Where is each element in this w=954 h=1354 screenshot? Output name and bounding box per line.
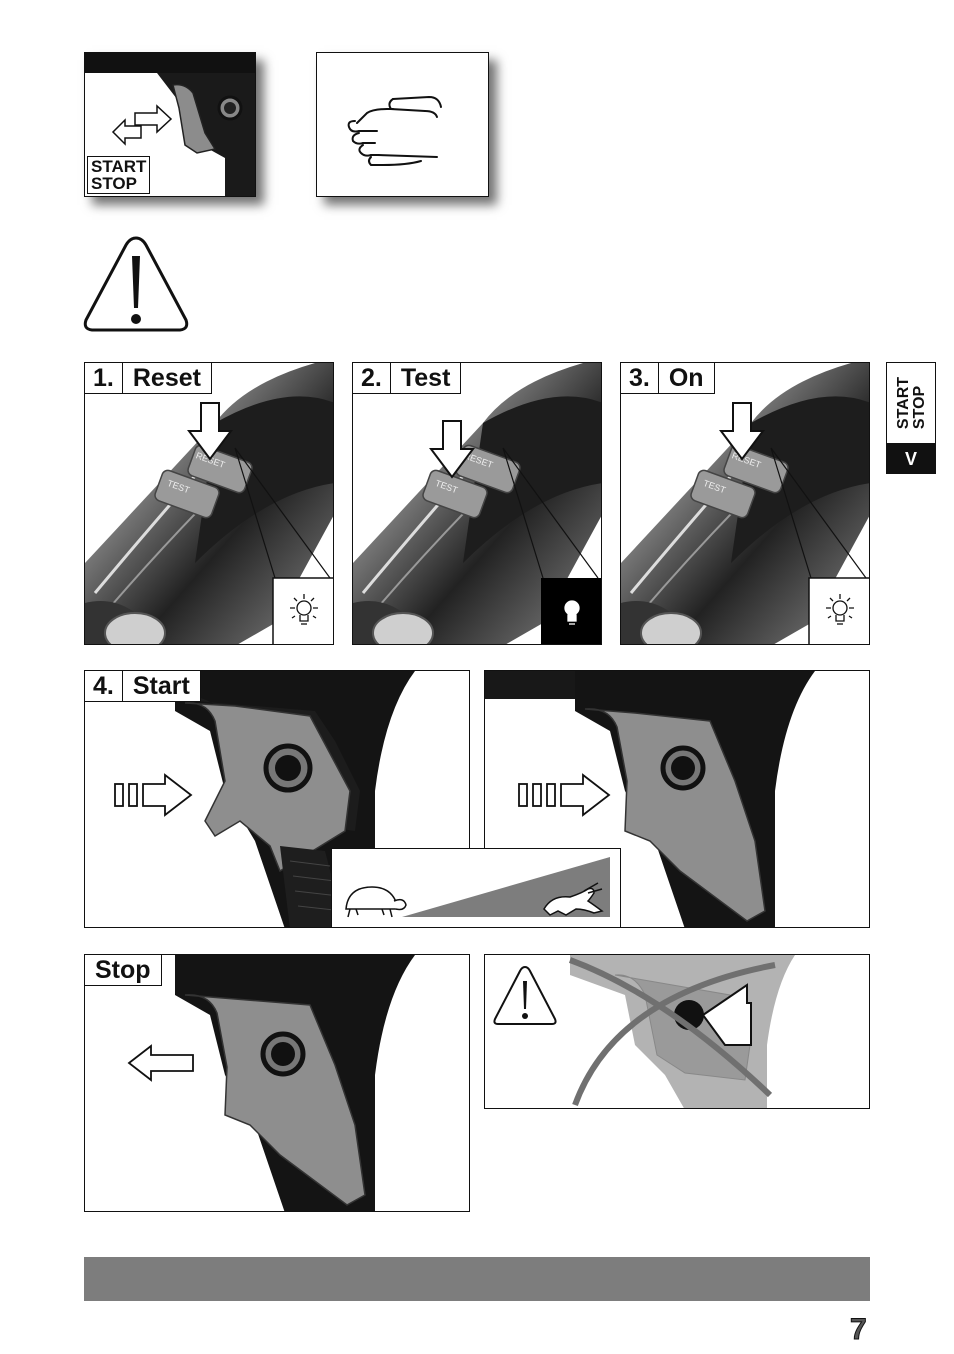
- hand-icon-panel: [316, 52, 489, 197]
- drill-trigger-illustration: [127, 955, 415, 1211]
- step-test-panel: RESET TEST 2.Test: [352, 362, 602, 645]
- step-label-stop: Stop: [85, 955, 162, 986]
- press-arrow-icon: [187, 402, 233, 461]
- rcd-plug-illustration: RESET TEST: [353, 363, 601, 644]
- speed-range-panel: [331, 848, 621, 928]
- speed-wedge: [345, 857, 610, 918]
- warning-triangle-icon: [493, 965, 557, 1025]
- step-label-test: 2.Test: [353, 363, 462, 394]
- warning-triangle-icon: [83, 236, 189, 332]
- lock-button-warning-panel: [484, 954, 870, 1109]
- rcd-plug-illustration: RESET TEST: [85, 363, 333, 644]
- press-arrow-icon: [719, 402, 765, 461]
- turtle-icon: [345, 886, 407, 918]
- step-stop-panel: Stop: [84, 954, 470, 1212]
- start-stop-label: START STOP: [87, 156, 151, 194]
- lamp-on-icon: [290, 594, 318, 625]
- push-arrow-icon: [701, 983, 752, 1046]
- drill-trigger-illustration: [114, 671, 415, 927]
- double-arrow-icon: [111, 104, 173, 146]
- page-number: 7: [850, 1313, 868, 1347]
- lamp-on-icon: [826, 594, 854, 625]
- footer-bar: [84, 1257, 870, 1301]
- rcd-plug-illustration: RESET TEST: [621, 363, 869, 644]
- push-forward-arrow-icon: [518, 773, 611, 817]
- section-tab-letter: V: [886, 444, 936, 474]
- section-tab-title: START STOP: [895, 376, 928, 430]
- push-forward-arrow-icon: [114, 773, 193, 817]
- release-arrow-icon: [127, 1044, 194, 1082]
- switch-illustration: [85, 53, 255, 196]
- section-tab: START STOP V: [886, 362, 936, 474]
- lock-button-illustration: [493, 955, 795, 1108]
- step-label-start: 4.Start: [85, 671, 201, 702]
- step-start-panel: 4.Start: [84, 670, 470, 928]
- start-stop-switch-panel: START STOP: [84, 52, 256, 197]
- press-arrow-icon: [429, 420, 475, 479]
- drill-trigger-illustration: [485, 671, 815, 927]
- step-reset-panel: RESET TEST 1.Reset: [84, 362, 334, 645]
- rabbit-icon: [543, 882, 604, 916]
- step-label-on: 3.On: [621, 363, 715, 394]
- hand-icon: [347, 95, 442, 166]
- step-on-panel: RESET TEST 3.On: [620, 362, 870, 645]
- lamp-off-icon: [564, 600, 580, 625]
- step-label-reset: 1.Reset: [85, 363, 212, 394]
